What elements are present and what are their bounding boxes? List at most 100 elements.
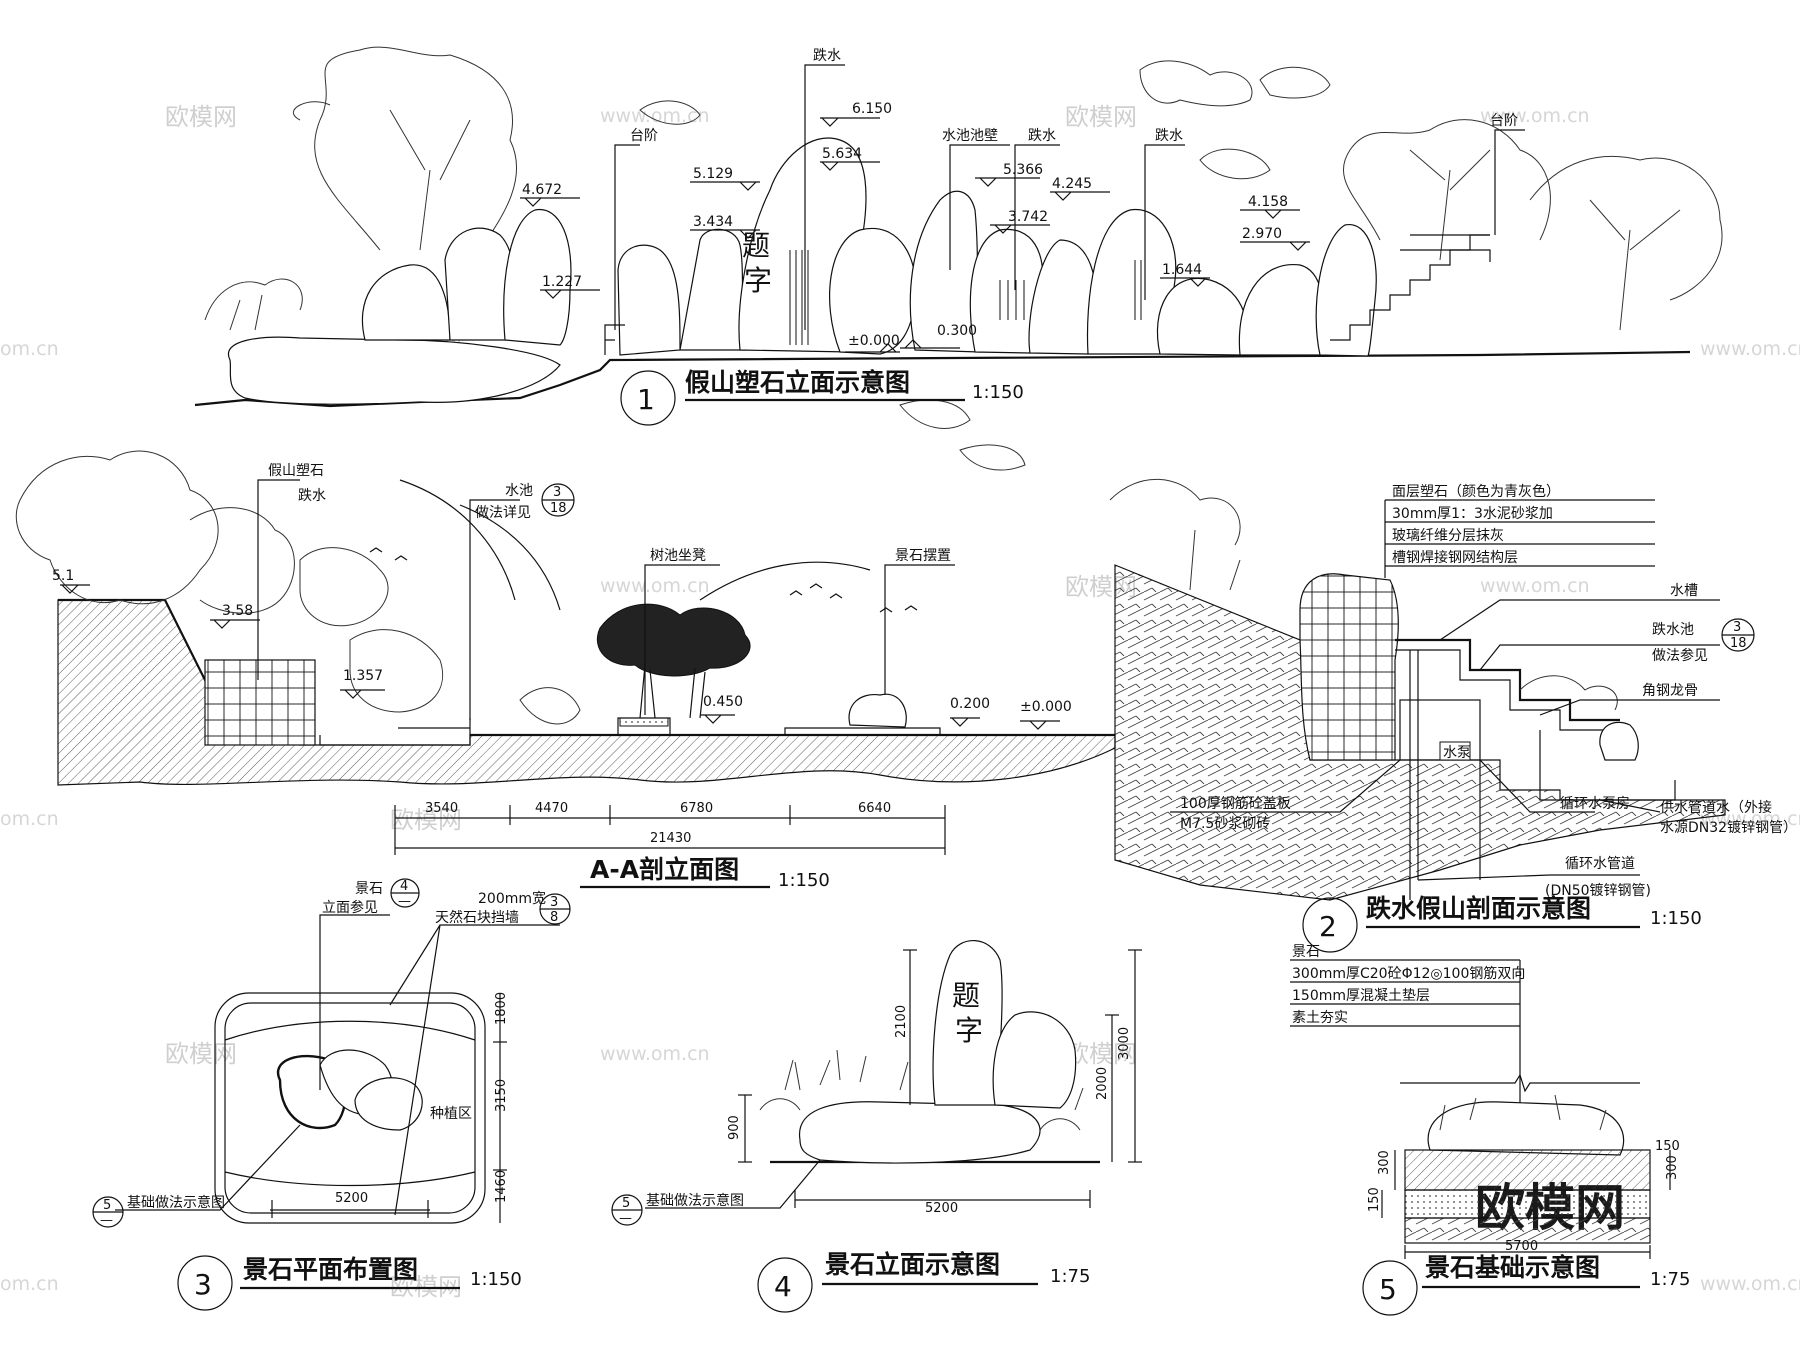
dim-3-5200: 5200	[335, 1191, 368, 1206]
level-3742: 3.742	[1008, 209, 1048, 225]
layer-5-2: 150mm厚混凝土垫层	[1292, 988, 1430, 1004]
foreground-rock	[227, 336, 561, 405]
watermark-site-short: om.cn	[0, 808, 59, 830]
callout-3a-top: 4	[400, 879, 408, 894]
watermark-brand: 欧模网	[165, 103, 237, 131]
watermark-brand: 欧模网	[390, 806, 462, 834]
drawing-number-4: 4	[774, 1270, 792, 1303]
label-200mm: 200mm宽	[478, 890, 546, 907]
watermark-site: www.om.cn	[1480, 575, 1590, 597]
label-aa-stone: 景石摆置	[895, 548, 951, 564]
label-cascade-pool: 跌水池	[1652, 622, 1694, 638]
callout-3c-bottom: —	[100, 1213, 113, 1228]
label-aa-cascade: 跌水	[298, 488, 326, 504]
drawing-number-circle-4	[757, 1257, 813, 1313]
level-5129: 5.129	[693, 166, 733, 182]
carved-char-1: 题	[742, 229, 770, 262]
level-2970: 2.970	[1242, 226, 1282, 242]
dim-5-150-right: 150	[1655, 1139, 1680, 1154]
label-feature-stone: 景石	[355, 881, 383, 897]
callout-2-top: 3	[1733, 620, 1741, 635]
level-aa-0450: 0.450	[703, 694, 743, 710]
label-circ-pipe-spec: (DN50镀锌钢管)	[1545, 882, 1651, 899]
d5-stone	[1427, 1101, 1625, 1156]
label-angle-steel: 角钢龙骨	[1642, 683, 1698, 699]
level-4245: 4.245	[1052, 176, 1092, 192]
d5-compacted-soil	[1404, 1217, 1651, 1244]
dim-aa-21430: 21430	[650, 831, 691, 846]
level-5366: 5.366	[1003, 162, 1043, 178]
label-aa-see-detail: 做法详见	[475, 505, 531, 521]
dim-5-5700: 5700	[1505, 1239, 1538, 1254]
waterfall-strands	[789, 250, 1142, 345]
label-planting: 种植区	[430, 1106, 472, 1122]
callout-4-top: 5	[622, 1196, 630, 1211]
plan-outer-wall	[214, 992, 486, 1224]
drawing-5-foundation: 景石 300mm厚C20砼Φ12◎100钢筋双向 150mm厚混凝土垫层 素土夯…	[1290, 944, 1690, 1316]
callout-3b-top: 3	[550, 895, 558, 910]
dim-4-2100: 2100	[894, 1005, 909, 1038]
layer-5-1: 300mm厚C20砼Φ12◎100钢筋双向	[1292, 965, 1525, 982]
dim-4-5200: 5200	[925, 1201, 958, 1216]
callout-aa-bottom: 18	[550, 501, 567, 516]
drawing-scale-5: 1:75	[1650, 1269, 1690, 1290]
dim-aa-6780: 6780	[680, 801, 713, 816]
label-cascade-top: 跌水	[813, 48, 841, 64]
drawing-title-4: 景石立面示意图	[825, 1250, 1000, 1279]
level-5634: 5.634	[822, 146, 862, 162]
drawing-scale-2: 1:150	[1650, 908, 1702, 929]
level-4158: 4.158	[1248, 194, 1288, 210]
dim-4-2000: 2000	[1095, 1067, 1110, 1100]
layer-5-3: 素土夯实	[1292, 1010, 1348, 1026]
level-6150: 6.150	[852, 101, 892, 117]
drawing-1-rockery-elevation: 题 字 台阶 跌水 水池池壁 跌水 跌水 台阶 6.150 5.634 5.12…	[194, 46, 1723, 471]
carved-char-4b: 字	[955, 1014, 983, 1047]
watermark-brand: 欧模网	[165, 1040, 237, 1068]
label-circ-pipe: 循环水管道	[1565, 856, 1635, 872]
drawing-number-circle-2	[1302, 897, 1358, 953]
label-see-detail-2: 做法参见	[1652, 647, 1708, 664]
drawing-number-2: 2	[1319, 910, 1337, 943]
dim-3-1460: 1460	[494, 1170, 509, 1203]
dim-4-900: 900	[727, 1115, 742, 1140]
aa-rock-wall-grid	[204, 659, 316, 746]
layer-2-2: 玻璃纤维分层抹灰	[1392, 527, 1504, 544]
callout-3a-bottom: —	[398, 894, 411, 909]
dim-5-300-right: 300	[1665, 1155, 1680, 1180]
d5-concrete-bed	[1404, 1189, 1651, 1219]
label-elev-ref: 立面参见	[322, 899, 378, 916]
label-aa-pool: 水池	[505, 483, 533, 499]
layer-5-0: 景石	[1292, 944, 1320, 960]
drawing-number-1: 1	[637, 383, 655, 416]
label-foundation-ref-3: 基础做法示意图	[127, 1194, 225, 1211]
watermark-site: www.om.cn	[1480, 105, 1590, 127]
section-2-layer-table: 面层塑石（颜色为青灰色） 30mm厚1：3水泥砂浆加 玻璃纤维分层抹灰 槽钢焊接…	[1384, 483, 1655, 578]
level-4672: 4.672	[522, 182, 562, 198]
level-3434: 3.434	[693, 214, 733, 230]
label-cascade-right: 跌水	[1155, 128, 1183, 144]
label-cascade-mid: 跌水	[1028, 128, 1056, 144]
drawing-number-5: 5	[1379, 1273, 1397, 1306]
label-pool-wall: 水池池壁	[942, 128, 998, 144]
watermark-site: www.om.cn	[600, 1043, 710, 1065]
watermark-site-short: om.cn	[0, 1273, 59, 1295]
dim-3-1800: 1800	[494, 992, 509, 1025]
watermark-site-short: om.cn	[0, 338, 59, 360]
dim-aa-3540: 3540	[425, 801, 458, 816]
dim-3-3150: 3150	[494, 1079, 509, 1112]
canopy-tree	[597, 603, 751, 677]
d5-concrete-slab	[1404, 1149, 1651, 1191]
elevation-levels-aa: 5.1 3.58 1.357 0.450 0.200 ±0.000	[52, 568, 1072, 730]
carved-char-2: 字	[744, 264, 772, 297]
label-foundation-ref-4: 基础做法示意图	[646, 1192, 744, 1209]
callout-3c-top: 5	[103, 1198, 111, 1213]
drawing-number-3: 3	[194, 1268, 212, 1301]
drawing-3-plan: 种植区 1800 3150 1460 5200 景石 立面参见 4 — 200m…	[92, 878, 571, 1311]
label-steps-right: 台阶	[1490, 113, 1518, 129]
label-brick: M7.5砂浆砌砖	[1180, 816, 1270, 832]
label-pump: 水泵	[1443, 745, 1471, 761]
layer-2-1: 30mm厚1：3水泥砂浆加	[1392, 506, 1553, 522]
watermark-site: www.om.cn	[1700, 338, 1800, 360]
callout-4-bottom: —	[619, 1211, 632, 1226]
